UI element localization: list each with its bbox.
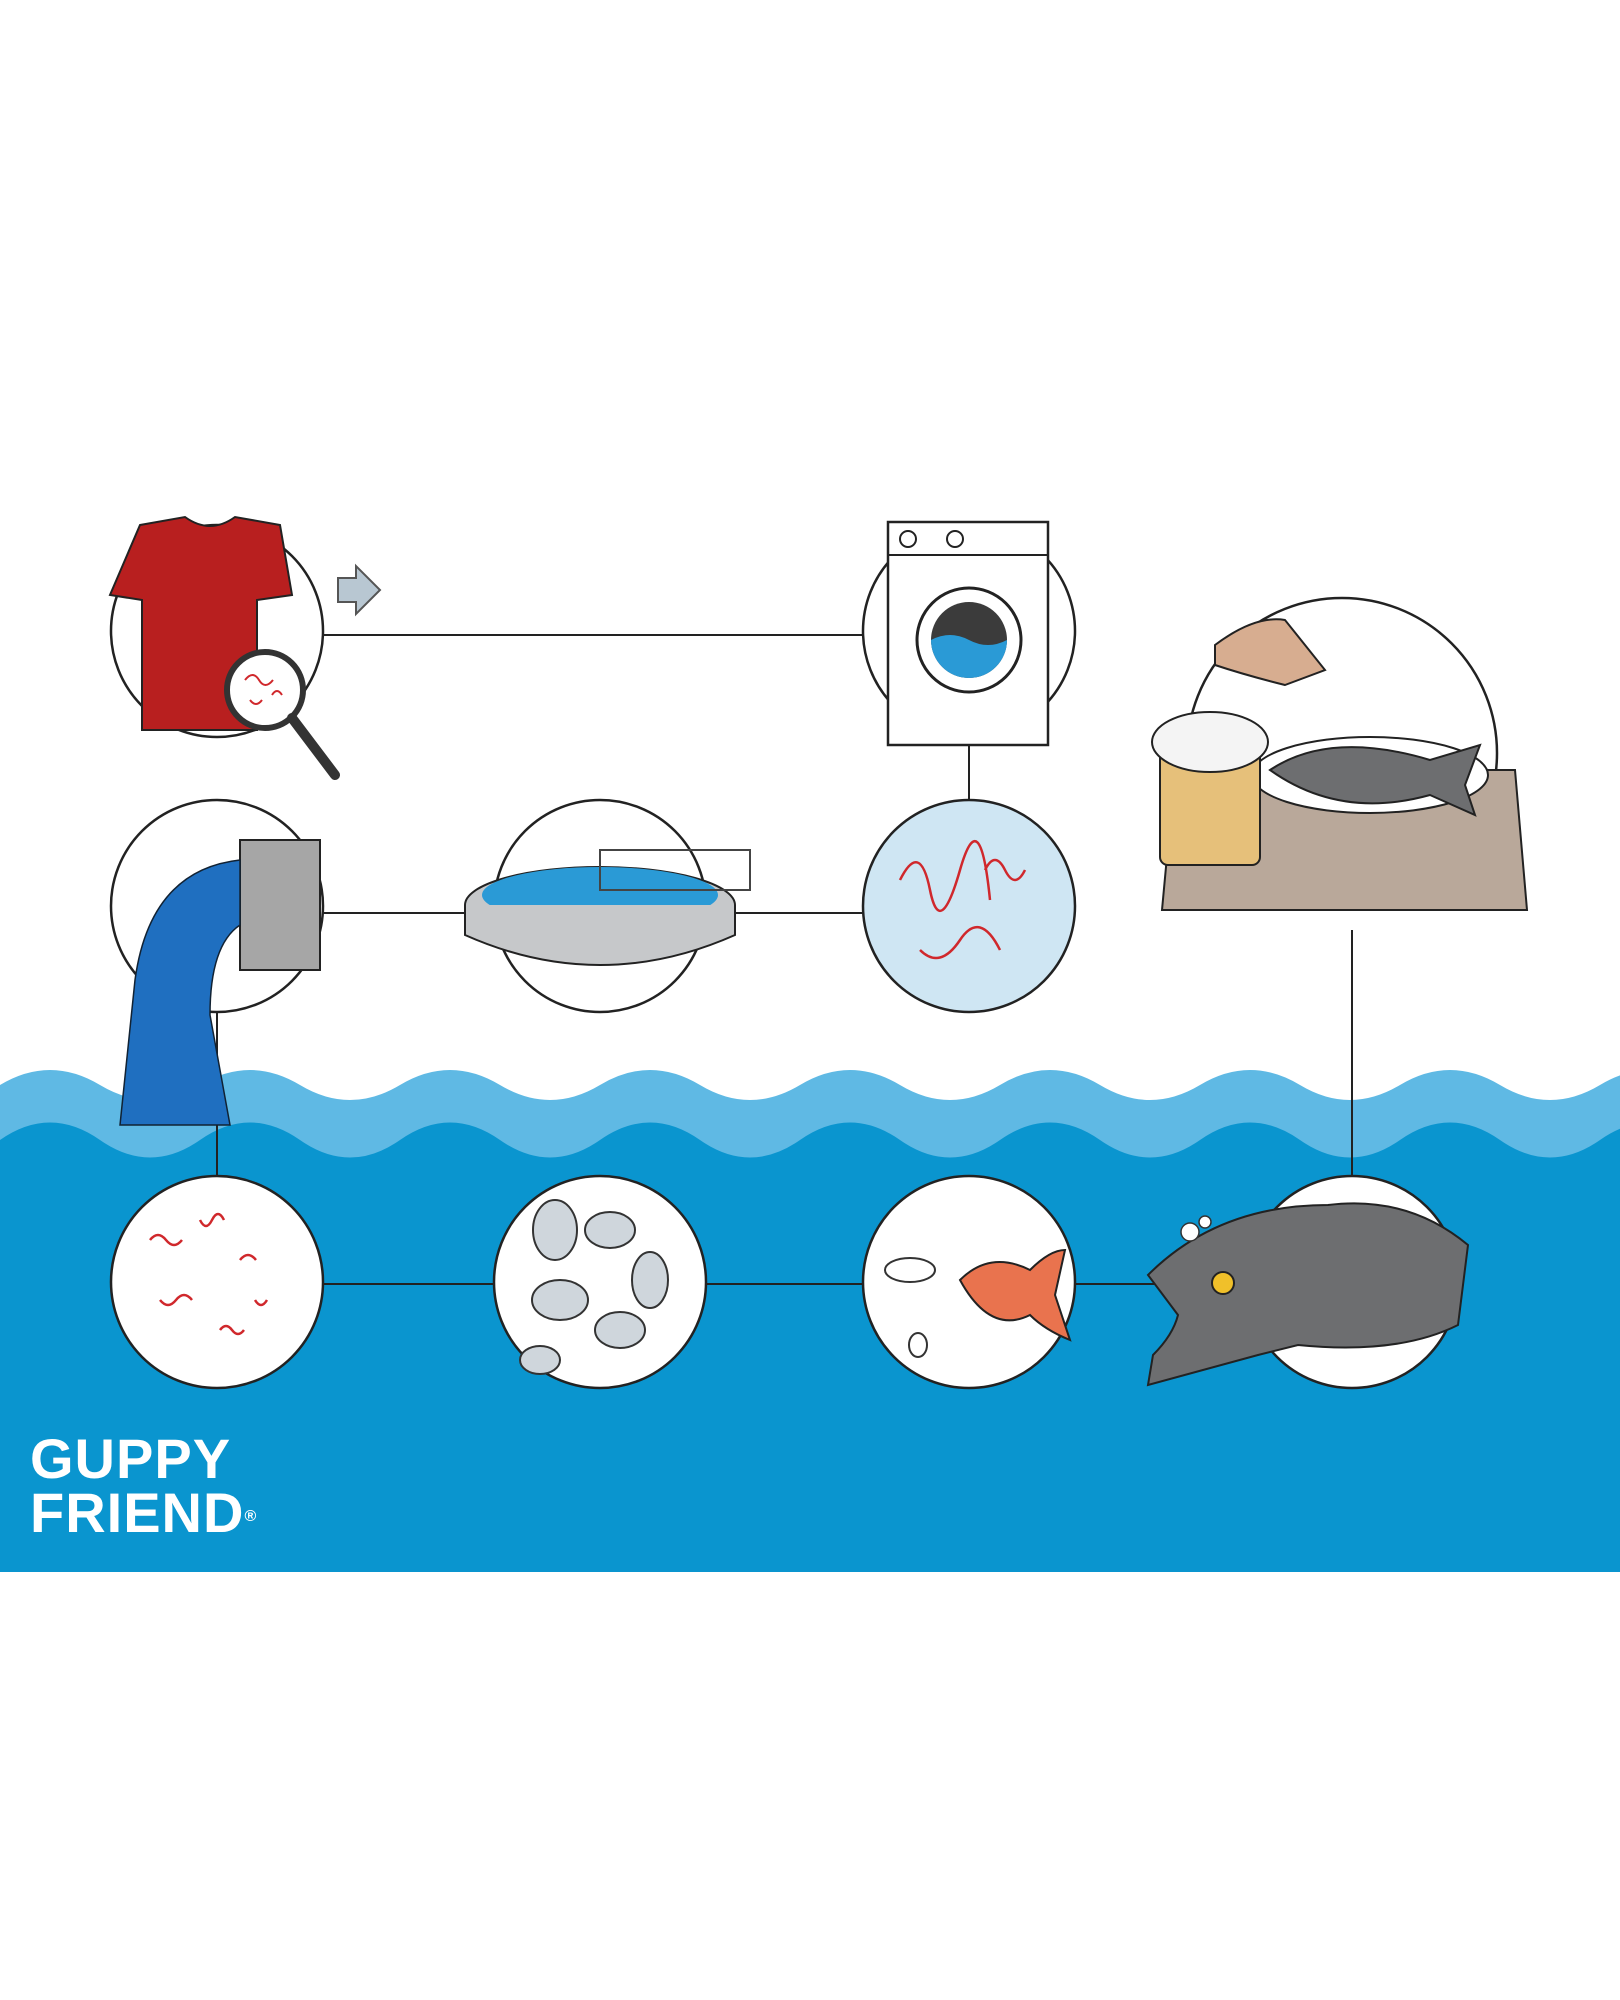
logo-line-2-text: FRIEND: [30, 1481, 245, 1544]
logo-line-2: FRIEND®: [30, 1485, 258, 1541]
goldfish-icon: [884, 1248, 1072, 1358]
microfiber-water-icon: [898, 839, 1027, 960]
treatment-tank-icon: [464, 849, 751, 966]
fish-dinner-icon: [1151, 618, 1529, 911]
guppy-friend-logo: GUPPY FRIEND®: [30, 1427, 258, 1541]
logo-line-1: GUPPY: [30, 1427, 232, 1490]
tshirt-magnifier-icon: [108, 515, 382, 780]
stage-circle-wastewater: [861, 798, 1077, 1014]
connector-lines: [216, 634, 1353, 1285]
registered-mark: ®: [244, 1508, 258, 1525]
pipe-outflow-icon: [119, 839, 321, 1126]
microfiber-icon: [149, 1212, 269, 1336]
washing-machine-icon: [886, 520, 1050, 747]
stage-circle-fibers: [109, 1174, 325, 1390]
fish-icon: [1146, 1202, 1470, 1387]
plankton-icon: [519, 1199, 669, 1375]
